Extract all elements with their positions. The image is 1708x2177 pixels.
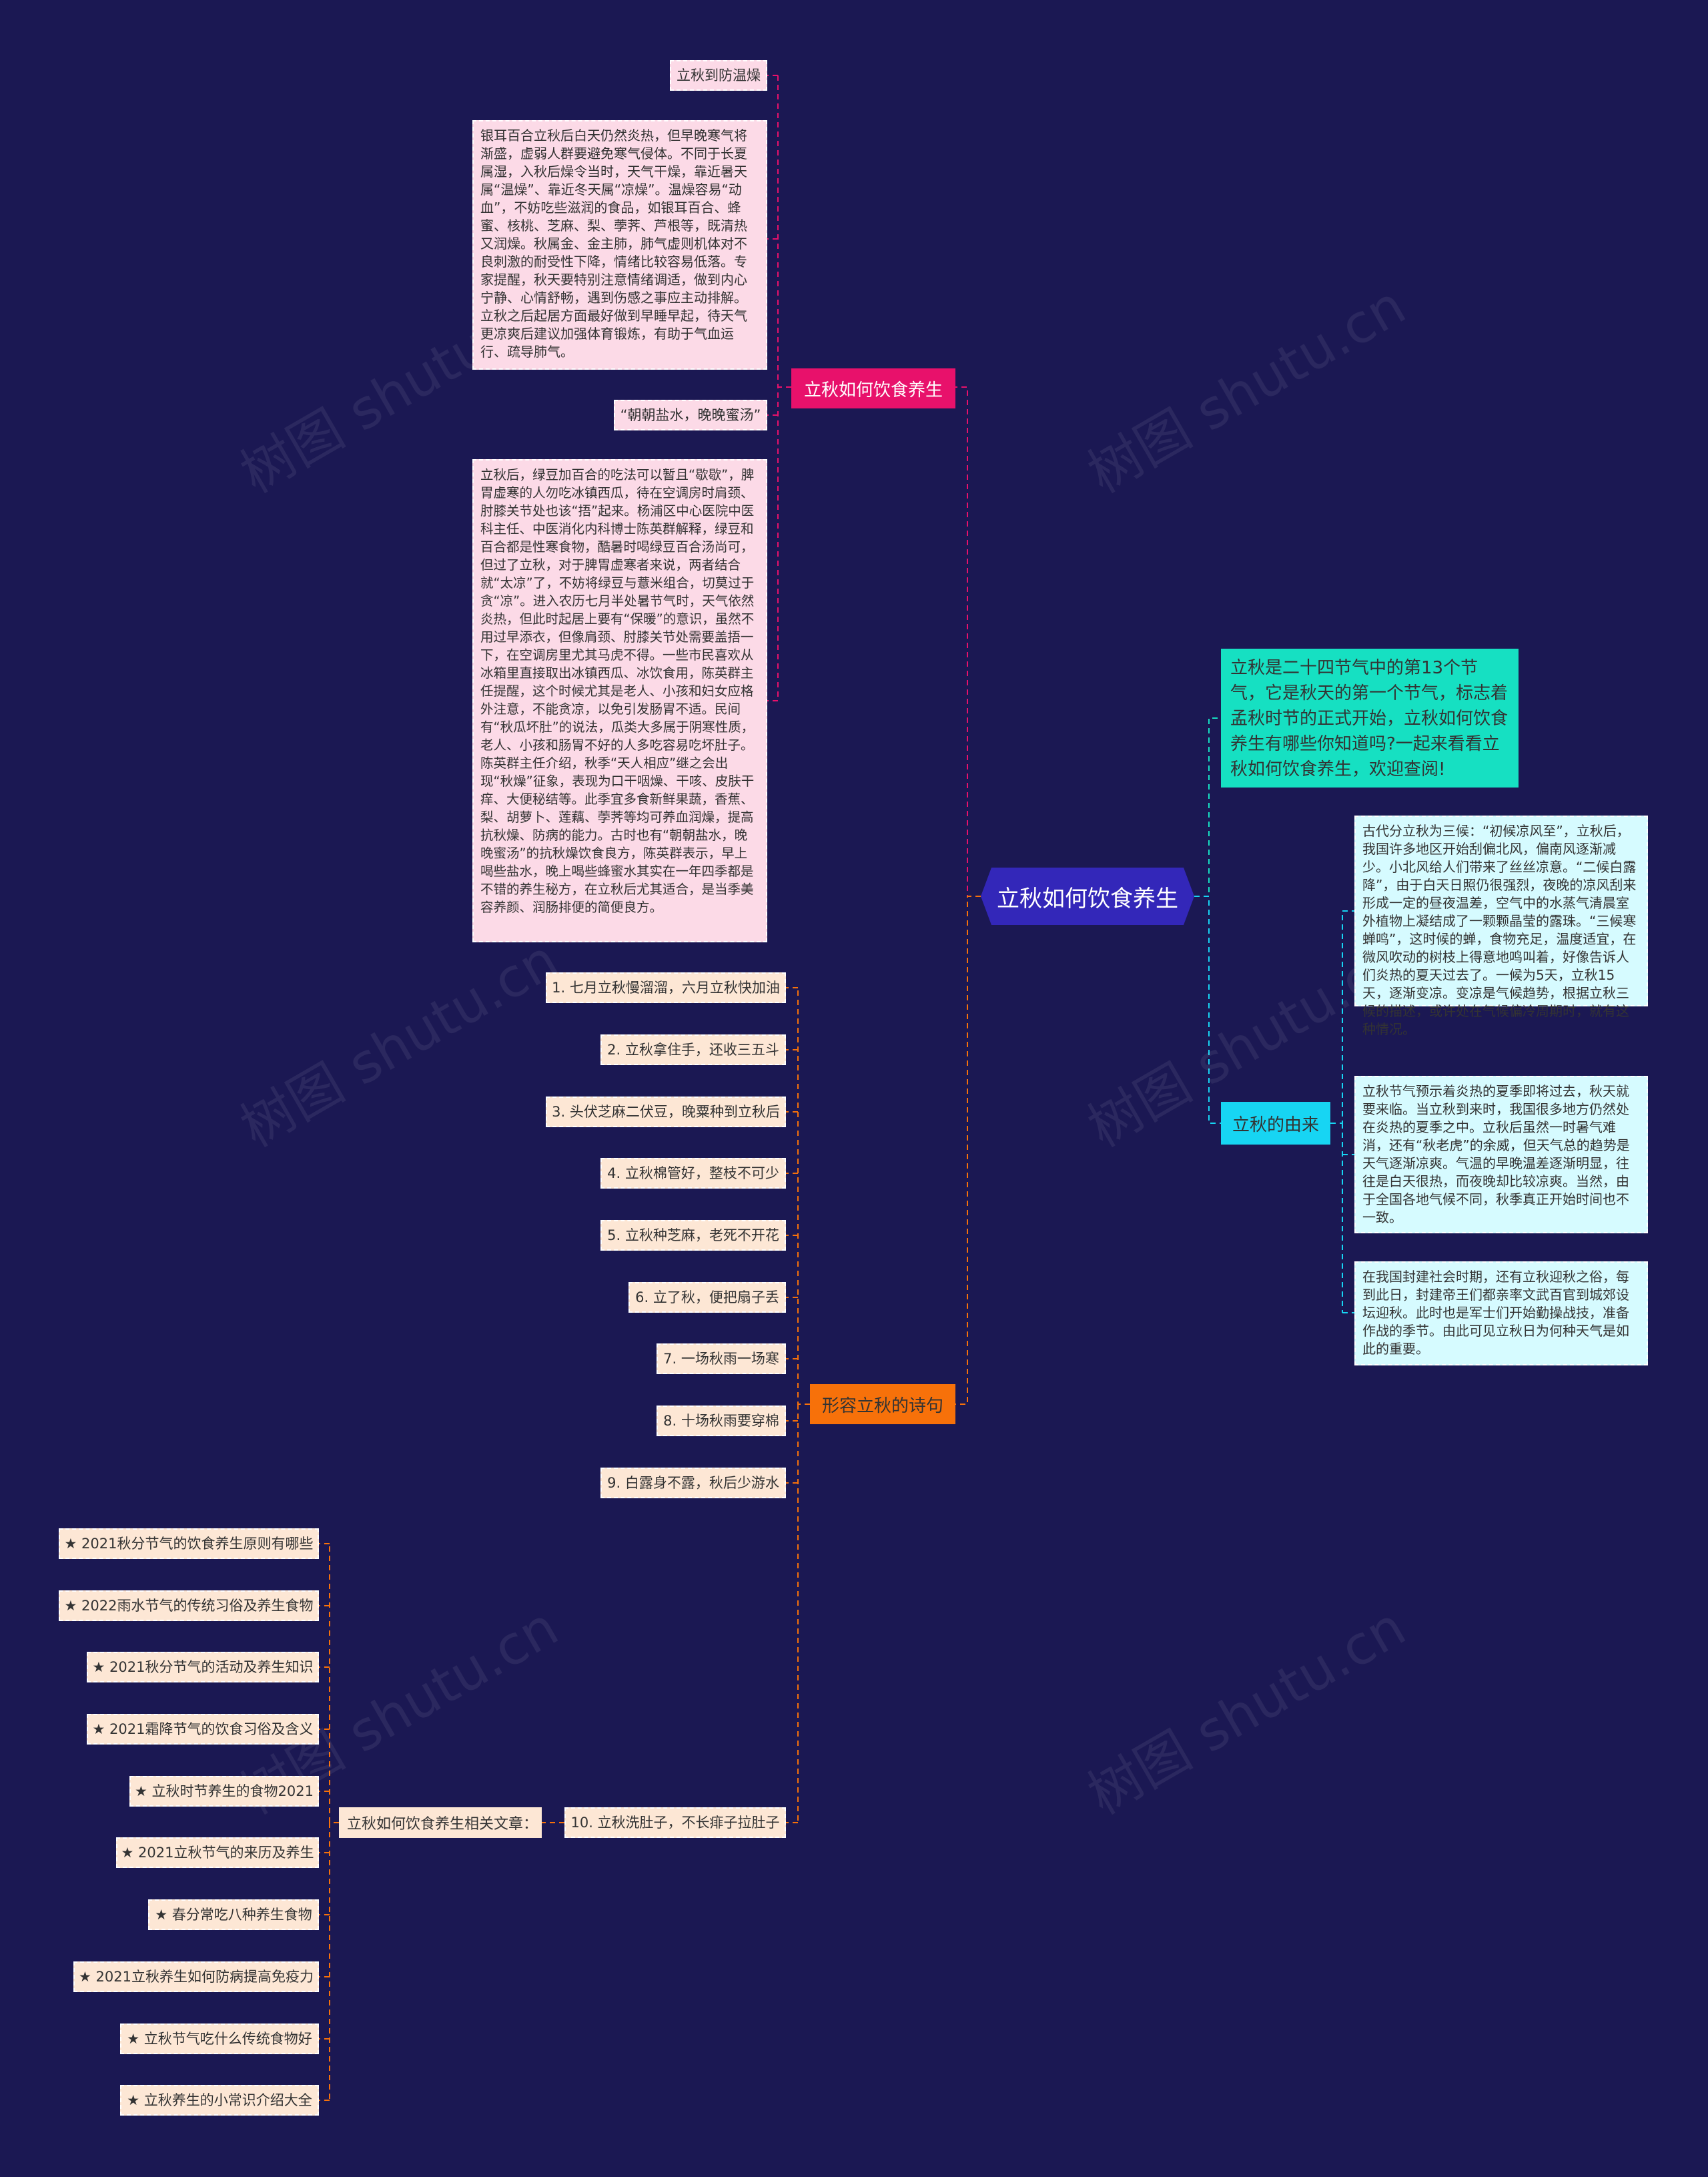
diet-item[interactable]: 立秋到防温燥	[670, 60, 767, 91]
related-link[interactable]: ★ 立秋养生的小常识介绍大全	[120, 2085, 319, 2116]
related-link[interactable]: ★ 2022雨水节气的传统习俗及养生食物	[59, 1590, 319, 1621]
diet-item[interactable]: 立秋后，绿豆加百合的吃法可以暂且“歇歇”，脾胃虚寒的人勿吃冰镇西瓜，待在空调房时…	[472, 459, 767, 942]
poem-item[interactable]: 10. 立秋洗肚子，不长痱子拉肚子	[564, 1807, 786, 1838]
origin-item[interactable]: 在我国封建社会时期，还有立秋迎秋之俗，每到此日，封建帝王们都亲率文武百官到城郊设…	[1354, 1261, 1648, 1365]
poem-item[interactable]: 9. 白露身不露，秋后少游水	[600, 1468, 786, 1498]
poem-item[interactable]: 2. 立秋拿住手，还收三五斗	[600, 1034, 786, 1065]
poem-item[interactable]: 5. 立秋种芝麻，老死不开花	[600, 1220, 786, 1251]
related-articles-label: 立秋如何饮食养生相关文章：	[339, 1807, 542, 1838]
related-link[interactable]: ★ 2021秋分节气的活动及养生知识	[87, 1652, 319, 1682]
diet-item[interactable]: 银耳百合立秋后白天仍然炎热，但早晚寒气将渐盛，虚弱人群要避免寒气侵体。不同于长夏…	[472, 120, 767, 370]
poem-item[interactable]: 8. 十场秋雨要穿棉	[657, 1406, 786, 1436]
intro-node[interactable]: 立秋是二十四节气中的第13个节气，它是秋天的第一个节气，标志着孟秋时节的正式开始…	[1221, 649, 1519, 788]
diet-item[interactable]: “朝朝盐水，晚晚蜜汤”	[614, 400, 767, 430]
related-link[interactable]: ★ 2021秋分节气的饮食养生原则有哪些	[59, 1528, 319, 1559]
related-link[interactable]: ★ 2021霜降节气的饮食习俗及含义	[87, 1714, 319, 1745]
related-link[interactable]: ★ 立秋节气吃什么传统食物好	[120, 2024, 319, 2054]
origin-item[interactable]: 古代分立秋为三候：“初候凉风至”，立秋后，我国许多地区开始刮偏北风，偏南风逐渐减…	[1354, 816, 1648, 1037]
related-link[interactable]: ★ 2021立秋养生如何防病提高免疫力	[73, 1961, 319, 1992]
origin-item[interactable]: 立秋节气预示着炎热的夏季即将过去，秋天就要来临。当立秋到来时，我国很多地方仍然处…	[1354, 1076, 1648, 1233]
poem-item[interactable]: 7. 一场秋雨一场寒	[657, 1343, 786, 1374]
branch-diet[interactable]: 立秋如何饮食养生	[791, 368, 955, 408]
poem-item[interactable]: 4. 立秋棉管好，整枝不可少	[600, 1158, 786, 1189]
related-link[interactable]: ★ 春分常吃八种养生食物	[148, 1899, 319, 1930]
poem-item[interactable]: 3. 头伏芝麻二伏豆，晚粟种到立秋后	[546, 1097, 786, 1127]
root-node[interactable]: 立秋如何饮食养生	[981, 868, 1194, 925]
poem-item[interactable]: 1. 七月立秋慢溜溜，六月立秋快加油	[546, 972, 786, 1003]
related-link[interactable]: ★ 立秋时节养生的食物2021	[129, 1776, 319, 1807]
poem-item[interactable]: 6. 立了秋，便把扇子丢	[628, 1282, 786, 1313]
branch-poems[interactable]: 形容立秋的诗句	[810, 1384, 955, 1424]
branch-origin[interactable]: 立秋的由来	[1221, 1102, 1330, 1145]
related-link[interactable]: ★ 2021立秋节气的来历及养生	[116, 1837, 319, 1868]
